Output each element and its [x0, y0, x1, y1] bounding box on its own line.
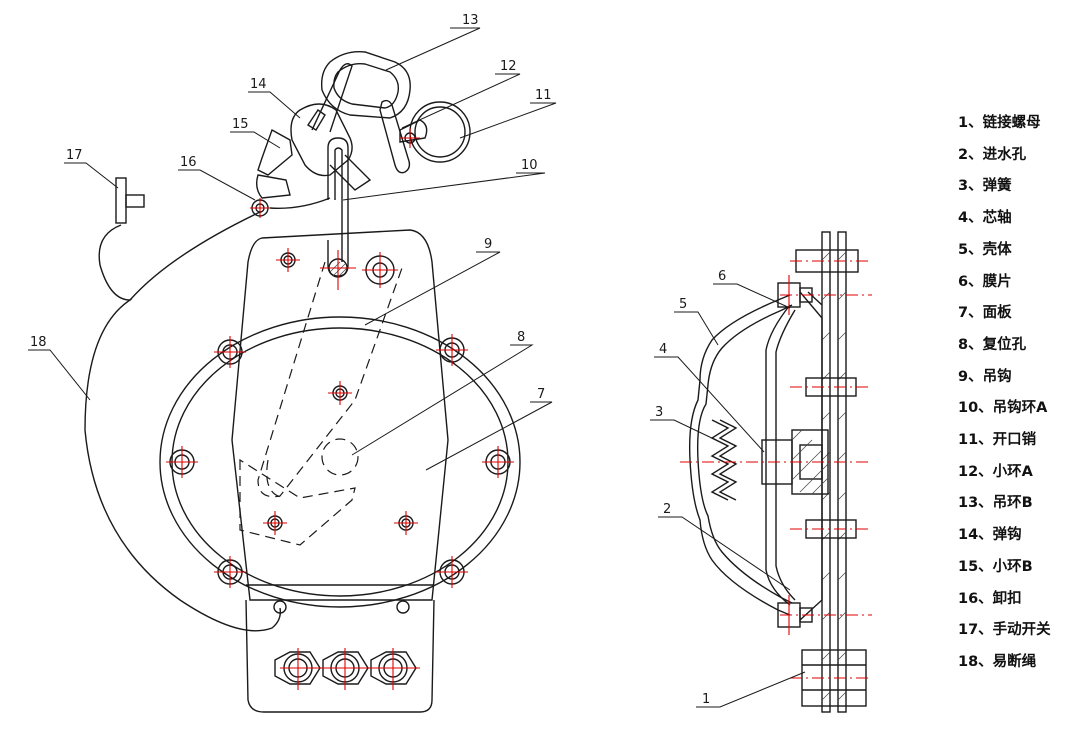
legend-item: 18、易断绳: [958, 653, 1037, 670]
callout-7: 7: [537, 387, 545, 402]
callout-2: 2: [663, 502, 671, 517]
callout-11: 11: [535, 88, 552, 103]
legend-item: 9、吊钩: [958, 368, 1012, 385]
callout-15: 15: [232, 117, 249, 132]
parts-legend: 1、链接螺母 2、进水孔 3、弹簧 4、芯轴 5、壳体 6、膜片 7、面板 8、…: [958, 108, 1051, 679]
callout-13: 13: [462, 13, 479, 28]
legend-item: 13、吊环B: [958, 495, 1033, 512]
section-view: [680, 231, 872, 713]
legend-item: 16、卸扣: [958, 590, 1022, 607]
callout-16: 16: [180, 155, 197, 170]
legend-item: 10、吊钩环A: [958, 400, 1048, 417]
plate-bolts: [263, 248, 418, 535]
leader-lines: [28, 27, 806, 708]
callout-18: 18: [30, 335, 47, 350]
callout-6: 6: [718, 269, 726, 284]
legend-item: 17、手动开关: [958, 622, 1051, 639]
callout-14: 14: [250, 77, 267, 92]
callout-numbers: 13 12 11 14 15 16 17 10 9 8 7 18 6 5 4 3…: [30, 13, 726, 707]
callout-12: 12: [500, 59, 517, 74]
callout-17: 17: [66, 148, 83, 163]
legend-item: 11、开口销: [958, 432, 1037, 449]
legend-item: 1、链接螺母: [958, 115, 1041, 131]
legend-item: 3、弹簧: [958, 178, 1012, 195]
legend-item: 5、壳体: [958, 241, 1012, 258]
callout-9: 9: [484, 237, 492, 252]
bottom-nuts: [274, 648, 420, 690]
front-view: [84, 51, 521, 713]
manual-switch: [115, 177, 145, 224]
legend-item: 2、进水孔: [958, 146, 1027, 163]
legend-item: 14、弹钩: [958, 527, 1022, 544]
callout-10: 10: [521, 158, 538, 173]
chain-assembly: [250, 51, 471, 218]
perimeter-bolts: [166, 334, 514, 588]
callout-3: 3: [655, 405, 663, 420]
legend-item: 7、面板: [958, 305, 1012, 322]
callout-4: 4: [659, 342, 667, 357]
legend-item: 6、膜片: [958, 273, 1012, 290]
callout-8: 8: [517, 330, 525, 345]
legend-item: 15、小环B: [958, 558, 1033, 575]
callout-5: 5: [679, 297, 687, 312]
legend-item: 12、小环A: [958, 463, 1033, 480]
legend-item: 4、芯轴: [958, 210, 1012, 227]
legend-item: 8、复位孔: [958, 336, 1027, 353]
callout-1: 1: [702, 692, 710, 707]
